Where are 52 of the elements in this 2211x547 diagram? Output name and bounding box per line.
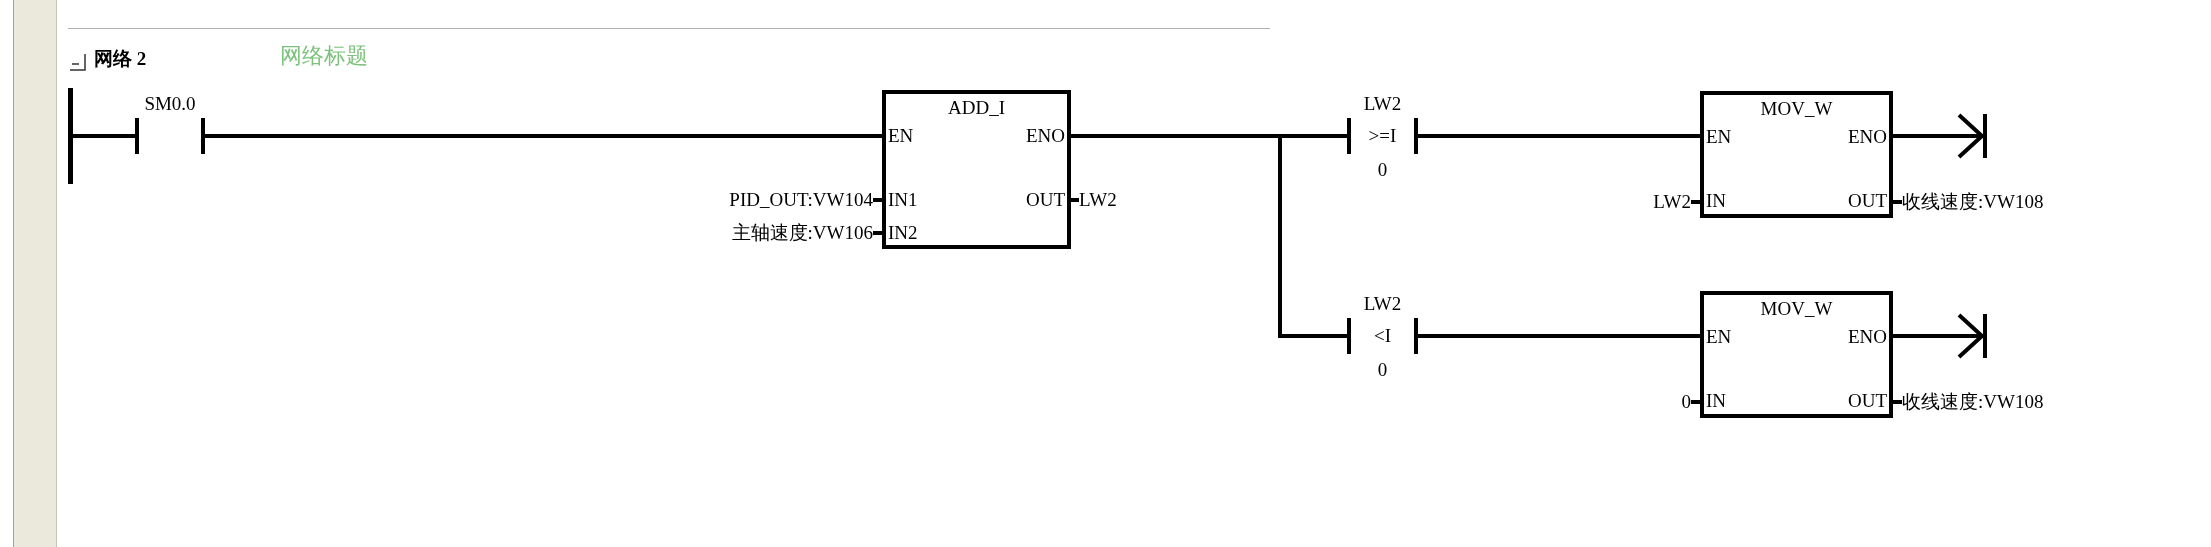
- pin-label: IN2: [888, 221, 918, 245]
- block-title: MOV_W: [1760, 97, 1833, 121]
- function-block: [882, 90, 1071, 249]
- operand-label: 收线速度:VW108: [1902, 190, 2044, 214]
- rung-wire: [205, 134, 882, 138]
- rung-wire: [1071, 198, 1079, 202]
- rung-wire: [1418, 334, 1700, 338]
- operand-label: LW2: [1363, 292, 1402, 316]
- power-rail: [68, 88, 73, 184]
- comparison-operator: >=I: [1368, 124, 1397, 148]
- output-arrow: [1893, 313, 1984, 359]
- operand-label: 主轴速度:VW106: [731, 221, 873, 245]
- pin-label: ENO: [1847, 325, 1887, 349]
- operand-label: SM0.0: [144, 92, 196, 116]
- block-title: ADD_I: [948, 96, 1005, 120]
- pin-label: ENO: [1025, 124, 1065, 148]
- pin-label: OUT: [1025, 188, 1065, 212]
- compare-value: 0: [1377, 358, 1388, 382]
- pin-label: IN: [1706, 389, 1727, 413]
- block-title: MOV_W: [1760, 297, 1833, 321]
- rung-wire: [1418, 134, 1700, 138]
- network-title: 网络 2: [94, 47, 147, 71]
- pin-label: EN: [1706, 325, 1732, 349]
- pin-label: OUT: [1847, 189, 1887, 213]
- rung-wire: [73, 134, 135, 138]
- operand-label: 收线速度:VW108: [1902, 390, 2044, 414]
- pin-label: OUT: [1847, 389, 1887, 413]
- pin-label: IN1: [888, 188, 918, 212]
- rung-wire: [1071, 134, 1347, 338]
- pin-label: IN: [1706, 189, 1727, 213]
- rung-wire: [873, 231, 882, 235]
- function-block: [1700, 291, 1893, 418]
- pin-label: EN: [1706, 125, 1732, 149]
- network-comment: 网络标题: [280, 42, 368, 70]
- operand-label: 0: [1681, 390, 1691, 414]
- rung-end-bar: [1983, 114, 1987, 158]
- rung-wire: [873, 198, 882, 202]
- compare-value: 0: [1377, 158, 1388, 182]
- pin-label: EN: [888, 124, 914, 148]
- operand-label: LW2: [1079, 188, 1117, 212]
- operand-label: LW2: [1363, 92, 1402, 116]
- operand-label: LW2: [1653, 190, 1691, 214]
- rung-wire: [1691, 200, 1700, 204]
- function-block: [1700, 91, 1893, 218]
- rung-end-bar: [1983, 314, 1987, 358]
- comparison-operator: <I: [1373, 324, 1391, 348]
- rung-wire: [1691, 400, 1700, 404]
- pin-label: ENO: [1847, 125, 1887, 149]
- rung-wire: [1893, 200, 1902, 204]
- output-arrow: [1893, 113, 1984, 159]
- operand-label: PID_OUT:VW104: [729, 188, 873, 212]
- rung-wire: [1893, 400, 1902, 404]
